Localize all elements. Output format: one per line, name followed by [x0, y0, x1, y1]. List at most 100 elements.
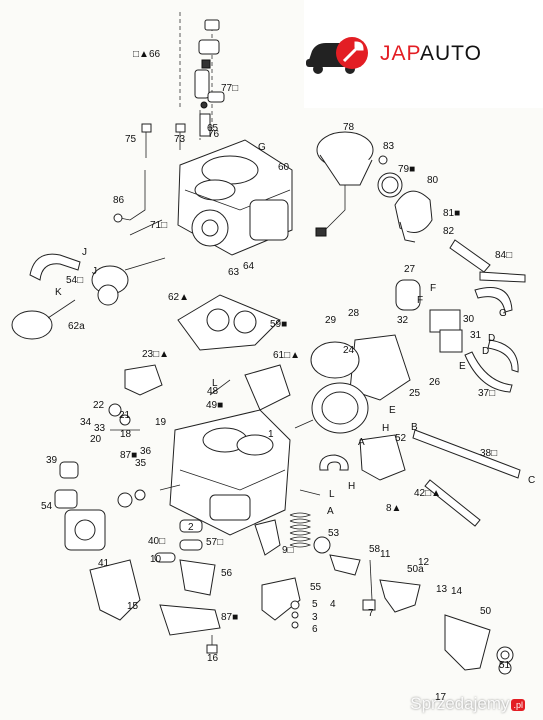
callout-label: 62▲ [168, 292, 189, 303]
callout-label: 4 [330, 599, 336, 610]
part-40 [179, 539, 203, 551]
callout-label: D [488, 333, 495, 344]
callout-label: H [348, 481, 355, 492]
callout-label: 71□ [150, 220, 167, 231]
callout-label: 25 [409, 388, 421, 399]
brand-prefix: JAP [380, 42, 420, 65]
part-57 [179, 519, 203, 533]
callout-label: 20 [90, 434, 102, 445]
jet [198, 39, 220, 55]
callout-label: 82 [443, 226, 455, 237]
callout-label: 29 [325, 315, 337, 326]
callout-label: 78 [343, 122, 355, 133]
brand-name: JAPAUTO [380, 42, 482, 66]
callout-label: 42□▲ [414, 488, 441, 499]
callout-label: B [411, 422, 418, 433]
lever-13 [379, 579, 421, 613]
callout-label: A [358, 437, 365, 448]
callout-label: 13 [436, 584, 448, 595]
callout-label: 63 [228, 267, 240, 278]
callout-label: 33 [94, 423, 106, 434]
brand-logo: JAPAUTO [304, 0, 543, 108]
callout-label: 24 [343, 345, 355, 356]
callout-label: 28 [348, 308, 360, 319]
car-wrench-icon [306, 37, 368, 74]
spring-1 [289, 512, 312, 548]
lever-16 [444, 614, 491, 671]
callout-label: E [389, 405, 396, 416]
hose-54 [319, 454, 349, 471]
callout-label: 38□ [480, 448, 497, 459]
callout-label: 52 [395, 433, 407, 444]
pump-52 [359, 434, 406, 481]
callout-label: 37□ [478, 388, 495, 399]
callout-label: 75 [125, 134, 137, 145]
callout-label: 48 [207, 386, 219, 397]
part-41 [154, 552, 176, 563]
callout-label: G [499, 308, 507, 319]
callout-label: 49■ [206, 400, 223, 411]
callout-label: 87■ [120, 450, 137, 461]
callout-label: 61□▲ [273, 350, 300, 361]
pulldown-62a [11, 310, 53, 340]
callout-label: □▲66 [133, 49, 160, 60]
callout-label: 86 [113, 195, 125, 206]
callout-label: 31 [470, 330, 482, 341]
callout-label: J [92, 266, 97, 277]
bracket-23 [124, 364, 163, 396]
callout-label: 9□ [282, 545, 294, 556]
callout-label: 27 [404, 264, 416, 275]
callout-label: 19 [155, 417, 167, 428]
plug [201, 59, 211, 69]
callout-label: H [382, 423, 389, 434]
callout-label: 83 [383, 141, 395, 152]
callout-label: 26 [429, 377, 441, 388]
bracket-24 [349, 334, 411, 401]
callout-label: 22 [93, 400, 105, 411]
callout-label: 77□ [221, 83, 238, 94]
callout-label: J [82, 247, 87, 258]
callout-label: D [482, 346, 489, 357]
callout-label: 50 [480, 606, 492, 617]
callout-label: 18 [120, 429, 132, 440]
callout-label: 11 [380, 549, 391, 560]
switch-30 [429, 309, 461, 333]
callout-label: 54□ [66, 275, 83, 286]
callout-label: 3 [312, 612, 318, 623]
valve-27 [395, 279, 421, 311]
callout-label: 80 [427, 175, 439, 186]
callout-label: 16 [207, 653, 219, 664]
part-42 [54, 489, 78, 509]
watermark-tld: .pl [511, 698, 525, 711]
hose-J [29, 253, 81, 281]
callout-label: 15 [127, 601, 139, 612]
callout-label: 14 [451, 586, 463, 597]
callout-label: 81■ [443, 208, 460, 219]
element-61 [244, 364, 291, 411]
callout-label: 6 [312, 624, 318, 635]
callout-label: 55 [310, 582, 322, 593]
nozzle-cap [204, 19, 220, 31]
callout-label: 53 [328, 528, 340, 539]
callout-label: 76 [208, 129, 220, 140]
callout-label: 65 [207, 123, 219, 134]
callout-label: 7 [368, 608, 374, 619]
screw-76 [199, 113, 211, 137]
callout-label: 39 [46, 455, 58, 466]
solenoid-valve [194, 69, 210, 99]
callout-label: 79■ [398, 164, 415, 175]
callout-label: 34 [80, 417, 92, 428]
callout-label: 58 [369, 544, 381, 555]
callout-label: 62a [68, 321, 85, 332]
site-watermark: Sprzedajemy.pl [410, 694, 525, 714]
housing-55 [89, 559, 141, 621]
callout-label: 21 [119, 410, 131, 421]
callout-label: C [528, 475, 535, 486]
watermark-text: Sprzedajemy [410, 694, 510, 713]
callout-label: 12 [418, 557, 430, 568]
callout-label: 87■ [221, 612, 238, 623]
callout-label: 17 [435, 692, 447, 703]
